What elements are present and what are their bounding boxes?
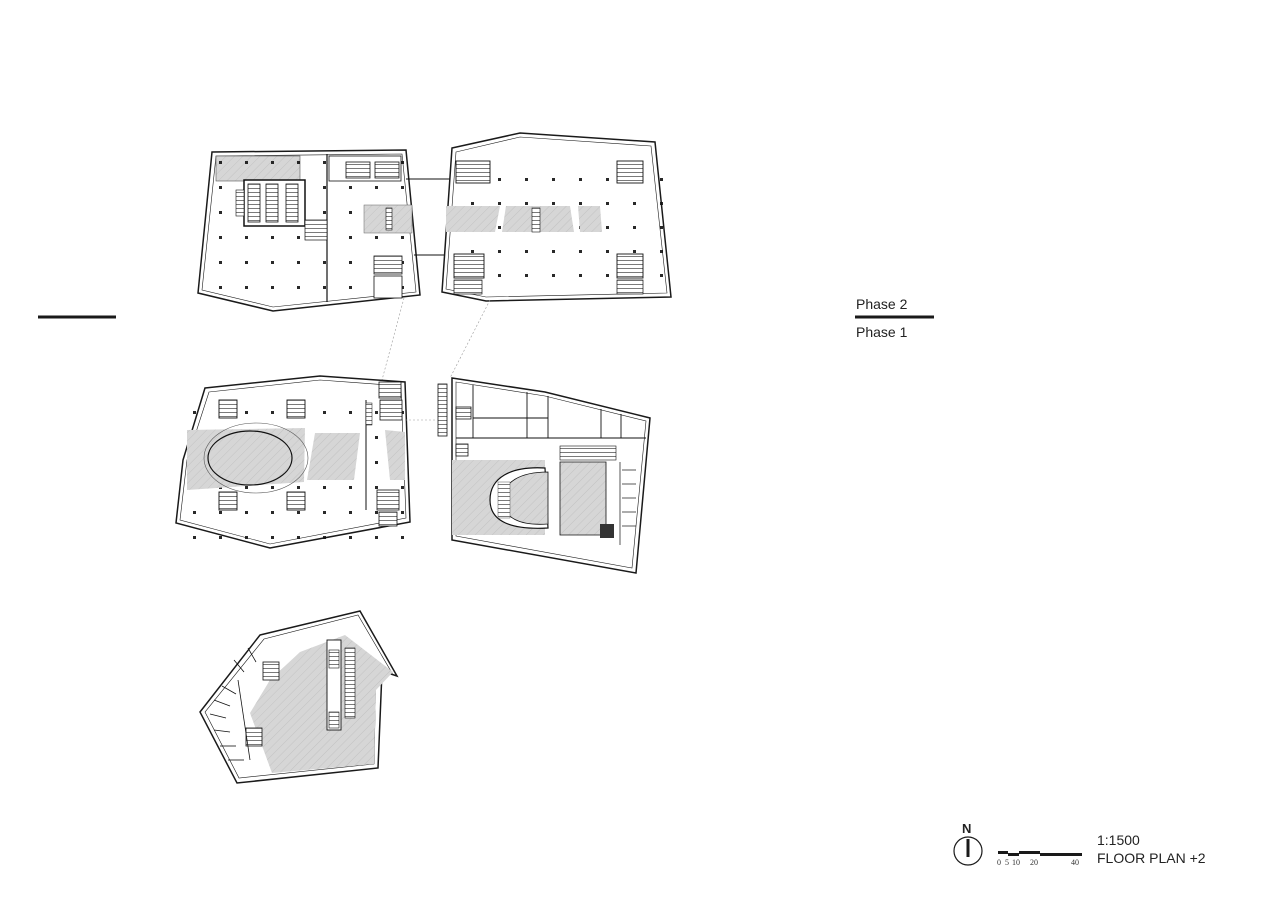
phase-2-label: Phase 2 [856, 296, 908, 312]
scale-tick-40: 40 [1071, 858, 1079, 867]
scale-tick-0: 0 [997, 858, 1001, 867]
phase-1-label: Phase 1 [856, 324, 908, 340]
scale-ratio: 1:1500 [1097, 832, 1140, 848]
plan-phase1-pentagon [199, 610, 399, 784]
plan-phase2-west [197, 149, 421, 312]
scale-tick-5: 5 [1005, 858, 1009, 867]
scale-tick-20: 20 [1030, 858, 1038, 867]
scale-tick-10: 10 [1012, 858, 1020, 867]
plan-phase1-theatre [451, 377, 651, 574]
plan-phase2-east [441, 132, 672, 302]
north-arrow-icon [953, 836, 983, 866]
north-label: N [962, 821, 972, 836]
plan-phase1-atrium [175, 375, 411, 549]
scale-bar [998, 851, 1082, 856]
plan-title: FLOOR PLAN +2 [1097, 850, 1206, 866]
